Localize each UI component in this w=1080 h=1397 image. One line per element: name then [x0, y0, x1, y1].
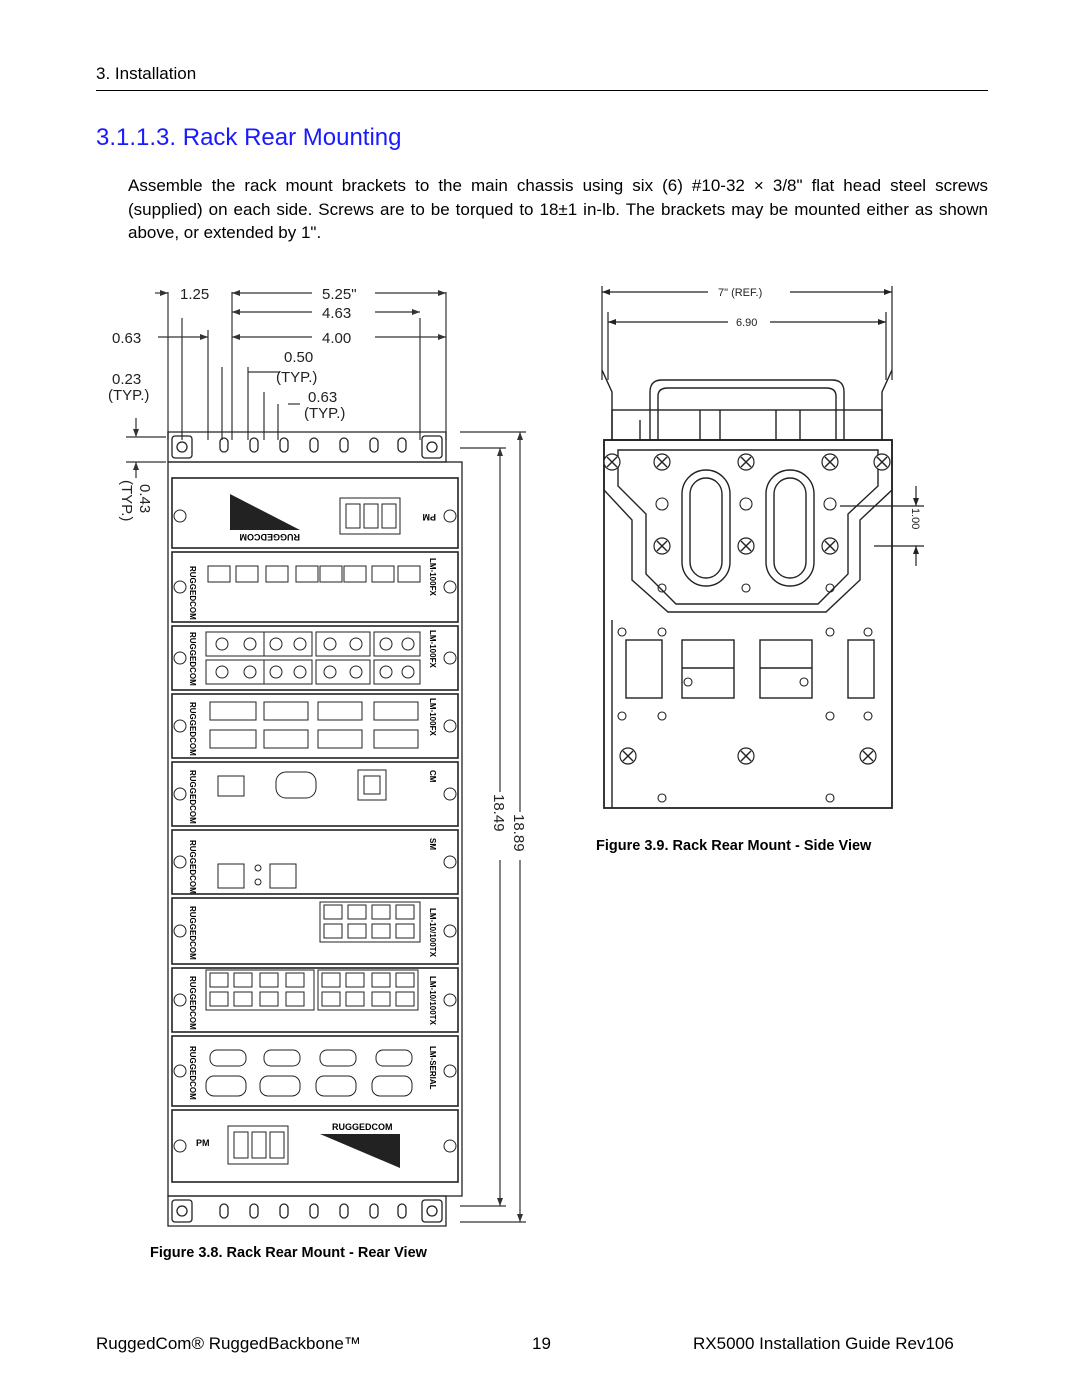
dim-5-25: 5.25" [322, 286, 357, 303]
module-slot-lm-serial: LM-SERIAL RUGGEDCOM [171, 1035, 459, 1107]
dim-18-89: 18.89 [510, 814, 527, 852]
body-paragraph: Assemble the rack mount brackets to the … [128, 176, 988, 242]
module-label-4: CM [428, 770, 437, 783]
dim-typ-3: (TYP.) [304, 405, 345, 422]
dim-0-23: 0.23 [112, 371, 141, 388]
footer-right: RX5000 Installation Guide Rev106 [693, 1334, 954, 1353]
section-number: 3.1.1.3. [96, 124, 177, 151]
dim-0-63: 0.63 [112, 330, 141, 347]
module-brand-8: RUGGEDCOM [188, 1046, 197, 1100]
dim-0-63b: 0.63 [308, 389, 337, 406]
module-label-3: LM-100FX [428, 698, 437, 736]
dim-0-50: 0.50 [284, 349, 313, 366]
module-label-8: LM-SERIAL [428, 1046, 437, 1090]
dim-typ-2: (TYP.) [108, 387, 149, 404]
module-brand-9: RUGGEDCOM [332, 1122, 393, 1132]
module-brand-2: RUGGEDCOM [188, 632, 197, 686]
dim-typ-4: (TYP.) [118, 480, 135, 521]
rear-view-drawing: 1.25 5.25" 4.63 0.63 4.00 0.50 (TYP.) 0.… [108, 286, 527, 1227]
section-title-text: Rack Rear Mounting [182, 124, 402, 151]
module-brand-4: RUGGEDCOM [188, 770, 197, 824]
dim-18-49: 18.49 [490, 794, 507, 832]
module-label-2: LM-100FX [428, 630, 437, 668]
dim-typ-1: (TYP.) [276, 369, 317, 386]
module-slot-lm100fx-1: LM-100FX RUGGEDCOM [171, 551, 459, 623]
section-title: 3.1.1.3. Rack Rear Mounting [96, 124, 402, 152]
module-slot-sm: SM RUGGEDCOM [171, 829, 459, 895]
module-brand-7: RUGGEDCOM [188, 976, 197, 1030]
module-brand-3: RUGGEDCOM [188, 702, 197, 756]
page-header: 3. Installation [96, 62, 988, 91]
dim-6-90: 6.90 [736, 317, 757, 329]
module-label-1: LM-100FX [428, 558, 437, 596]
module-brand-0: RUGGEDCOM [240, 532, 301, 542]
figure-caption-side-view: Figure 3.9. Rack Rear Mount - Side View [596, 838, 872, 854]
dim-1-25: 1.25 [180, 286, 209, 303]
module-brand-6: RUGGEDCOM [188, 906, 197, 960]
module-brand-1: RUGGEDCOM [188, 566, 197, 620]
module-label-7: LM-10/100TX [428, 976, 437, 1026]
module-slot-lm10100tx-1: LM-10/100TX RUGGEDCOM [171, 897, 459, 965]
module-slot-cm: CM RUGGEDCOM [171, 761, 459, 827]
footer-left: RuggedCom® RuggedBackbone™ [96, 1334, 361, 1353]
module-slot-pm-bottom: RUGGEDCOM PM [171, 1109, 459, 1183]
side-view-drawing: 7" (REF.) 6.90 1.00 [601, 286, 924, 809]
footer-page-number: 19 [532, 1334, 551, 1353]
module-slot-pm-top: RUGGEDCOM PM [171, 477, 459, 549]
dim-4-63: 4.63 [322, 305, 351, 322]
module-brand-5: RUGGEDCOM [188, 840, 197, 894]
module-slot-lm100fx-3: LM-100FX RUGGEDCOM [171, 693, 459, 759]
dim-4-00: 4.00 [322, 330, 351, 347]
module-label-0: PM [423, 512, 437, 522]
figure-caption-rear-view: Figure 3.8. Rack Rear Mount - Rear View [150, 1245, 427, 1261]
module-label-6: LM-10/100TX [428, 908, 437, 958]
module-label-9: PM [196, 1138, 210, 1148]
dim-1-00: 1.00 [909, 508, 921, 529]
header-section: 3. Installation [96, 64, 197, 83]
module-slot-lm10100tx-2: LM-10/100TX RUGGEDCOM [171, 967, 459, 1033]
module-slot-lm100fx-2: LM-100FX RUGGEDCOM [171, 625, 459, 691]
dim-0-43: 0.43 [136, 484, 153, 513]
module-label-5: SM [428, 838, 437, 850]
dim-7-ref: 7" (REF.) [718, 287, 762, 299]
